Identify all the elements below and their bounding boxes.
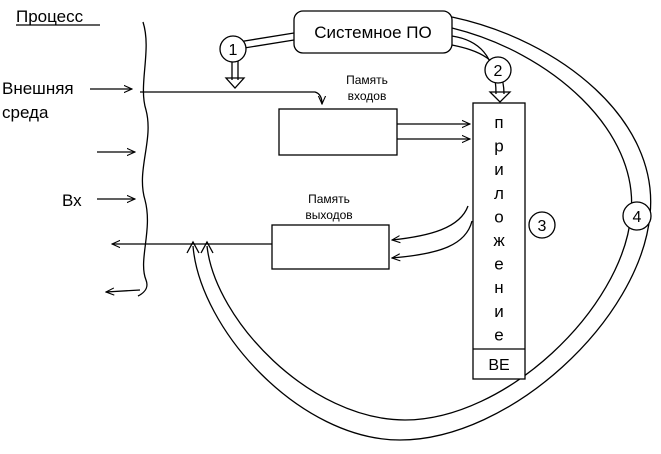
- input-memory-label-line1: Память: [346, 73, 388, 87]
- marker-2-circle: [484, 56, 512, 84]
- application-letter: р: [494, 137, 503, 156]
- marker-3-circle: [528, 211, 556, 239]
- input-label: Вх: [62, 191, 82, 210]
- sys-to-app-line-b: [451, 44, 505, 95]
- output-memory-label-line2: выходов: [305, 208, 352, 222]
- sys-loop-arrowhead-b: [200, 240, 214, 254]
- marker-1-label: 1: [229, 42, 238, 59]
- app-to-output-arrow-1: [392, 205, 469, 240]
- sys-to-io-arrowhead: [224, 77, 246, 89]
- application-box: [472, 102, 526, 380]
- marker-1-circle: [219, 35, 247, 63]
- app-to-output-arrow-2: [392, 220, 473, 258]
- input-flow-line: [140, 91, 322, 104]
- sys-loop-outer: [192, 16, 652, 441]
- external-env-line2: среда: [2, 103, 49, 122]
- sys-loop-inner: [206, 27, 633, 421]
- marker-3-label: 3: [538, 218, 547, 235]
- application-letter: е: [494, 325, 503, 344]
- application-letter: ж: [493, 231, 505, 250]
- application-letter: и: [494, 302, 504, 321]
- ve-label: ВЕ: [488, 357, 509, 374]
- external-env-line1: Внешняя: [2, 79, 74, 98]
- output-memory-box: [271, 224, 390, 270]
- input-memory-box: [278, 108, 398, 156]
- system-software-box: [293, 10, 453, 54]
- application-letter: о: [494, 207, 503, 226]
- sys-to-app-arrowhead: [488, 91, 512, 103]
- sys-loop-arrowhead-a: [186, 240, 200, 254]
- sys-to-io-line-b: [237, 39, 295, 80]
- application-letter: и: [494, 160, 504, 179]
- marker-2-label: 2: [494, 63, 503, 80]
- system-software-label: Системное ПО: [314, 23, 431, 42]
- env-output-arrow: [106, 290, 141, 292]
- marker-4-circle: [622, 201, 652, 231]
- input-memory-label-line2: входов: [348, 89, 387, 103]
- application-letter: п: [494, 113, 503, 132]
- process-boundary: [137, 21, 149, 297]
- process-title: Процесс: [16, 7, 84, 26]
- output-memory-label-line1: Память: [308, 192, 350, 206]
- marker-4-label: 4: [633, 209, 642, 226]
- application-letter: н: [494, 278, 503, 297]
- application-letter: е: [494, 255, 503, 274]
- application-letter: л: [494, 184, 504, 203]
